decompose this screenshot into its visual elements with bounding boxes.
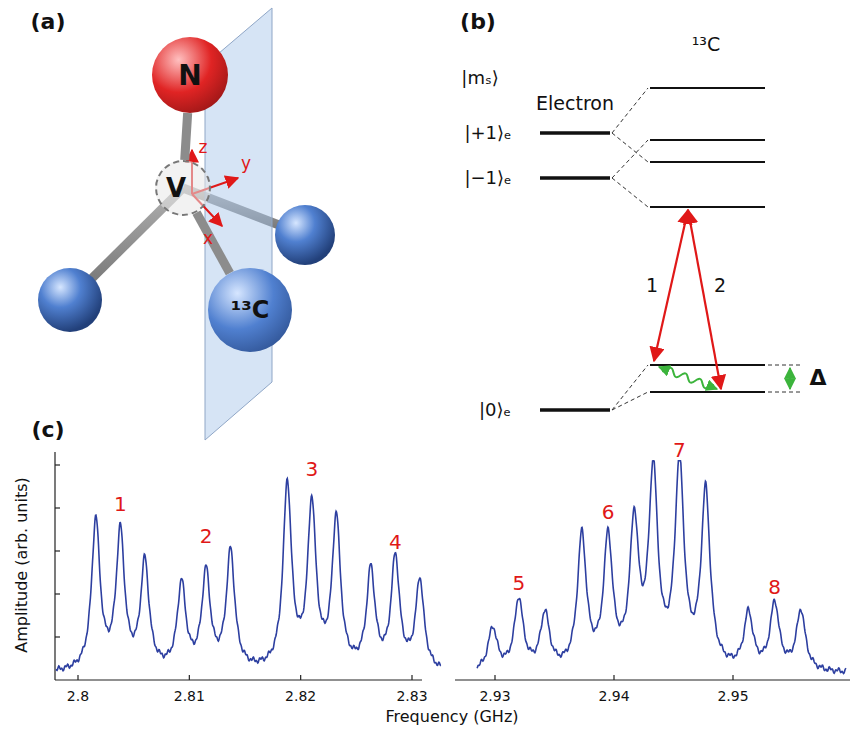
axis-label: z (199, 138, 208, 157)
carbon-atom (275, 205, 335, 265)
axis-label: x (203, 229, 213, 248)
tick-label: 2.95 (717, 689, 748, 704)
peak-number: 7 (673, 439, 686, 461)
peak-number: 6 (602, 501, 615, 523)
plot-axes (55, 452, 850, 680)
transition-number: 2 (714, 275, 726, 296)
system-label: ¹³C (692, 34, 721, 55)
peak-number: 3 (305, 458, 318, 480)
bond (196, 213, 229, 274)
bond (185, 113, 188, 160)
spectrum-curve (477, 461, 846, 674)
peak-number: 2 (200, 525, 213, 547)
carbon-13-atom: ¹³C (208, 268, 292, 352)
peak-number: 4 (389, 531, 402, 553)
transition-number: 1 (646, 275, 658, 296)
atom-symbol: V (166, 173, 186, 203)
tick-label: 2.94 (598, 689, 629, 704)
atom-symbol: N (178, 59, 201, 92)
tick-label: 2.82 (285, 689, 316, 704)
state-label: |0⟩ₑ (479, 400, 511, 420)
peak-number: 5 (512, 572, 525, 594)
coherence-arrow (659, 367, 717, 389)
nitrogen-atom: N (152, 37, 228, 113)
axis-title: Frequency (GHz) (385, 708, 518, 726)
carbon-atom (38, 268, 102, 332)
energy-levels (540, 88, 765, 410)
spectrum-curve (56, 478, 441, 670)
tick-label: 2.83 (396, 689, 427, 704)
state-label: |−1⟩ₑ (464, 168, 511, 188)
splitting-arrow (789, 368, 791, 389)
state-label: |mₛ⟩ (461, 68, 498, 88)
peak-number: 8 (768, 576, 781, 598)
transition-arrow (654, 210, 688, 361)
tick-label: 2.8 (67, 689, 89, 704)
state-label: |+1⟩ₑ (464, 123, 511, 143)
panel-label: (a) (31, 10, 66, 34)
panel-label: (c) (31, 418, 64, 442)
level-splitting (612, 88, 800, 410)
axis-label: y (241, 154, 251, 173)
peak-number: 1 (114, 493, 127, 515)
x-ticks (78, 675, 733, 680)
atom-symbol: ¹³C (231, 296, 270, 324)
transition-arrow (688, 210, 721, 389)
tick-label: 2.81 (174, 689, 205, 704)
tick-label: 2.93 (479, 689, 510, 704)
axis-title: Amplitude (arb. units) (13, 477, 31, 653)
system-label: Electron (536, 93, 614, 114)
panel-label: (b) (460, 10, 496, 34)
vacancy-site: V (155, 160, 211, 216)
splitting-label: Δ (809, 366, 826, 390)
